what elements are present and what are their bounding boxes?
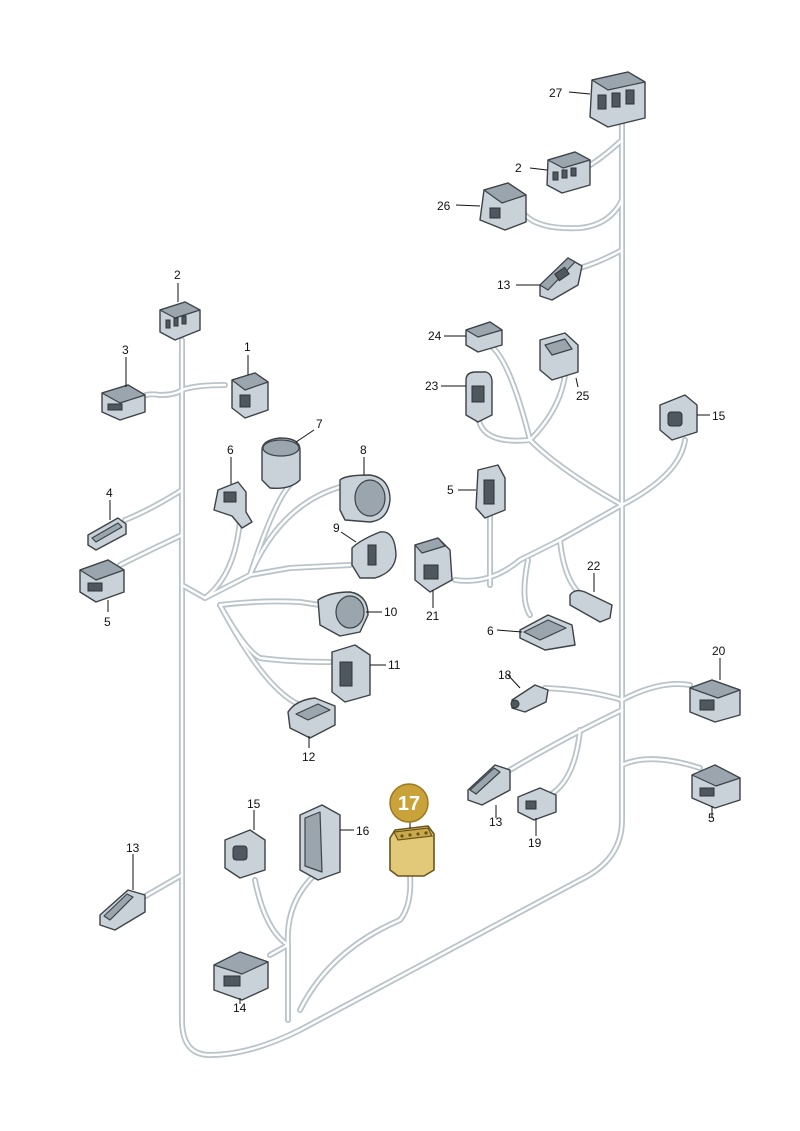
callout-11: 11	[388, 658, 401, 672]
connector-8[interactable]	[339, 474, 391, 523]
connector-1[interactable]	[231, 372, 269, 419]
connector-27[interactable]	[589, 71, 646, 128]
connector-5-left[interactable]	[79, 559, 125, 603]
callout-10: 10	[384, 605, 398, 619]
connector-12[interactable]	[287, 697, 336, 739]
connector-19[interactable]	[517, 787, 557, 821]
connector-9[interactable]	[351, 531, 397, 579]
callout-2-upper: 2	[515, 161, 522, 175]
connector-4[interactable]	[87, 517, 127, 551]
callout-9: 9	[333, 521, 340, 535]
callout-16: 16	[356, 824, 370, 838]
callout-18: 18	[498, 668, 512, 682]
connector-5-right[interactable]	[691, 764, 741, 809]
callout-19: 19	[528, 836, 542, 850]
connector-13-left[interactable]	[99, 889, 146, 931]
callout-15-lower: 15	[247, 797, 261, 811]
connector-14[interactable]	[213, 951, 269, 1001]
connector-25[interactable]	[539, 332, 579, 381]
callout-15-right: 15	[712, 409, 726, 423]
callout-3: 3	[122, 343, 129, 357]
connector-16[interactable]	[299, 804, 341, 881]
callout-5-left: 5	[104, 615, 111, 629]
harness-wires	[117, 112, 703, 1058]
connector-26[interactable]	[479, 182, 527, 231]
callout-21: 21	[426, 609, 440, 623]
connector-2-upper[interactable]	[546, 151, 591, 194]
callout-26: 26	[437, 199, 451, 213]
connector-13-right[interactable]	[467, 764, 511, 806]
connector-22[interactable]	[569, 589, 613, 623]
connector-10[interactable]	[317, 591, 369, 637]
connector-21[interactable]	[414, 537, 453, 593]
callout-4: 4	[106, 486, 113, 500]
connector-15-right[interactable]	[659, 394, 698, 441]
connector-17-highlighted[interactable]	[389, 825, 435, 877]
callout-13-left: 13	[126, 841, 140, 855]
connector-13-upper[interactable]	[539, 257, 583, 301]
highlight-badge-17: 17	[389, 783, 429, 823]
callout-5-right: 5	[708, 811, 715, 825]
connector-2-left[interactable]	[159, 301, 201, 341]
callout-22: 22	[587, 559, 601, 573]
callout-6-center: 6	[487, 624, 494, 638]
connector-15-lower[interactable]	[224, 829, 266, 879]
connector-5-center[interactable]	[475, 464, 506, 519]
callout-leaders	[107, 91, 721, 1004]
connector-6-left[interactable]	[213, 481, 253, 529]
callout-13-upper: 13	[497, 278, 511, 292]
connector-24[interactable]	[465, 321, 503, 353]
callout-2-left: 2	[174, 268, 181, 282]
callout-20: 20	[712, 644, 726, 658]
connector-11[interactable]	[331, 644, 371, 703]
callout-24: 24	[428, 329, 442, 343]
callout-14: 14	[233, 1001, 247, 1015]
callout-12: 12	[302, 750, 316, 764]
highlight-badge-circle	[389, 783, 429, 823]
connector-20[interactable]	[689, 679, 741, 723]
connector-23[interactable]	[465, 371, 493, 423]
callout-13-right: 13	[489, 815, 503, 829]
callout-5-center: 5	[447, 483, 454, 497]
connector-3[interactable]	[101, 384, 146, 421]
highlight-badge-number: 17	[398, 793, 420, 815]
callout-23: 23	[425, 379, 439, 393]
callout-labels: 27 2 26 13 2 3 1 24 23 25 15 7 6 8 4 9 5…	[104, 86, 726, 1015]
callout-1: 1	[244, 340, 251, 354]
connector-18[interactable]	[510, 684, 549, 713]
callout-7: 7	[316, 417, 323, 431]
connector-7[interactable]	[261, 437, 301, 490]
callout-25: 25	[576, 389, 590, 403]
callout-6-left: 6	[227, 443, 234, 457]
callout-8: 8	[360, 443, 367, 457]
callout-27: 27	[549, 86, 563, 100]
connector-6-center[interactable]	[519, 614, 576, 651]
